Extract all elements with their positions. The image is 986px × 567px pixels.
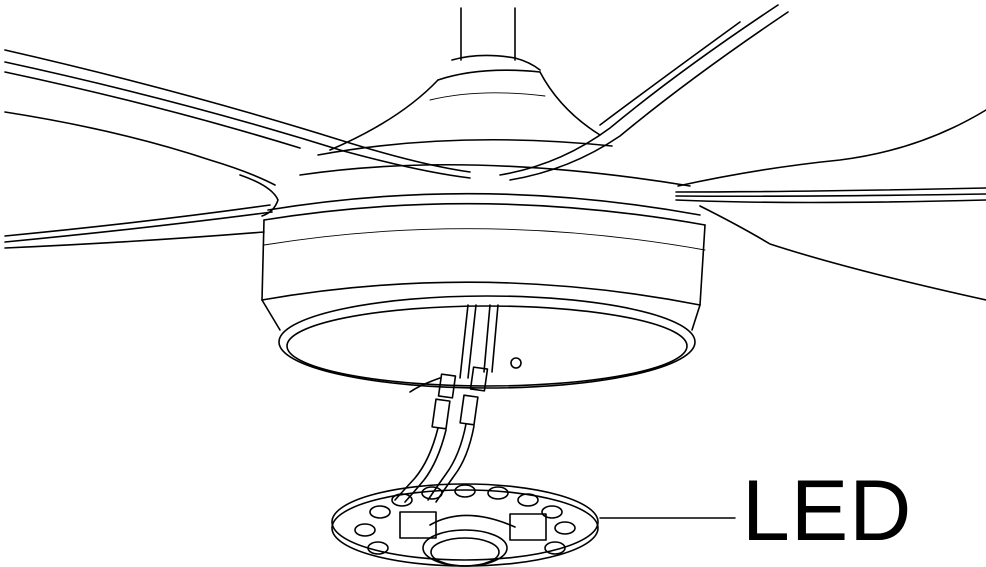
- light-kit-housing: [261, 192, 706, 393]
- fan-blade-upper-right: [499, 4, 789, 181]
- fan-blade-right: [675, 109, 986, 301]
- fan-blade-left: [4, 174, 279, 249]
- downrod: [460, 7, 516, 61]
- led-module: [331, 483, 599, 567]
- motor-housing: [299, 54, 691, 187]
- callout-label-led: LED: [742, 463, 913, 559]
- wire-harness: [394, 304, 499, 503]
- fan-blade-upper-left: [4, 49, 471, 186]
